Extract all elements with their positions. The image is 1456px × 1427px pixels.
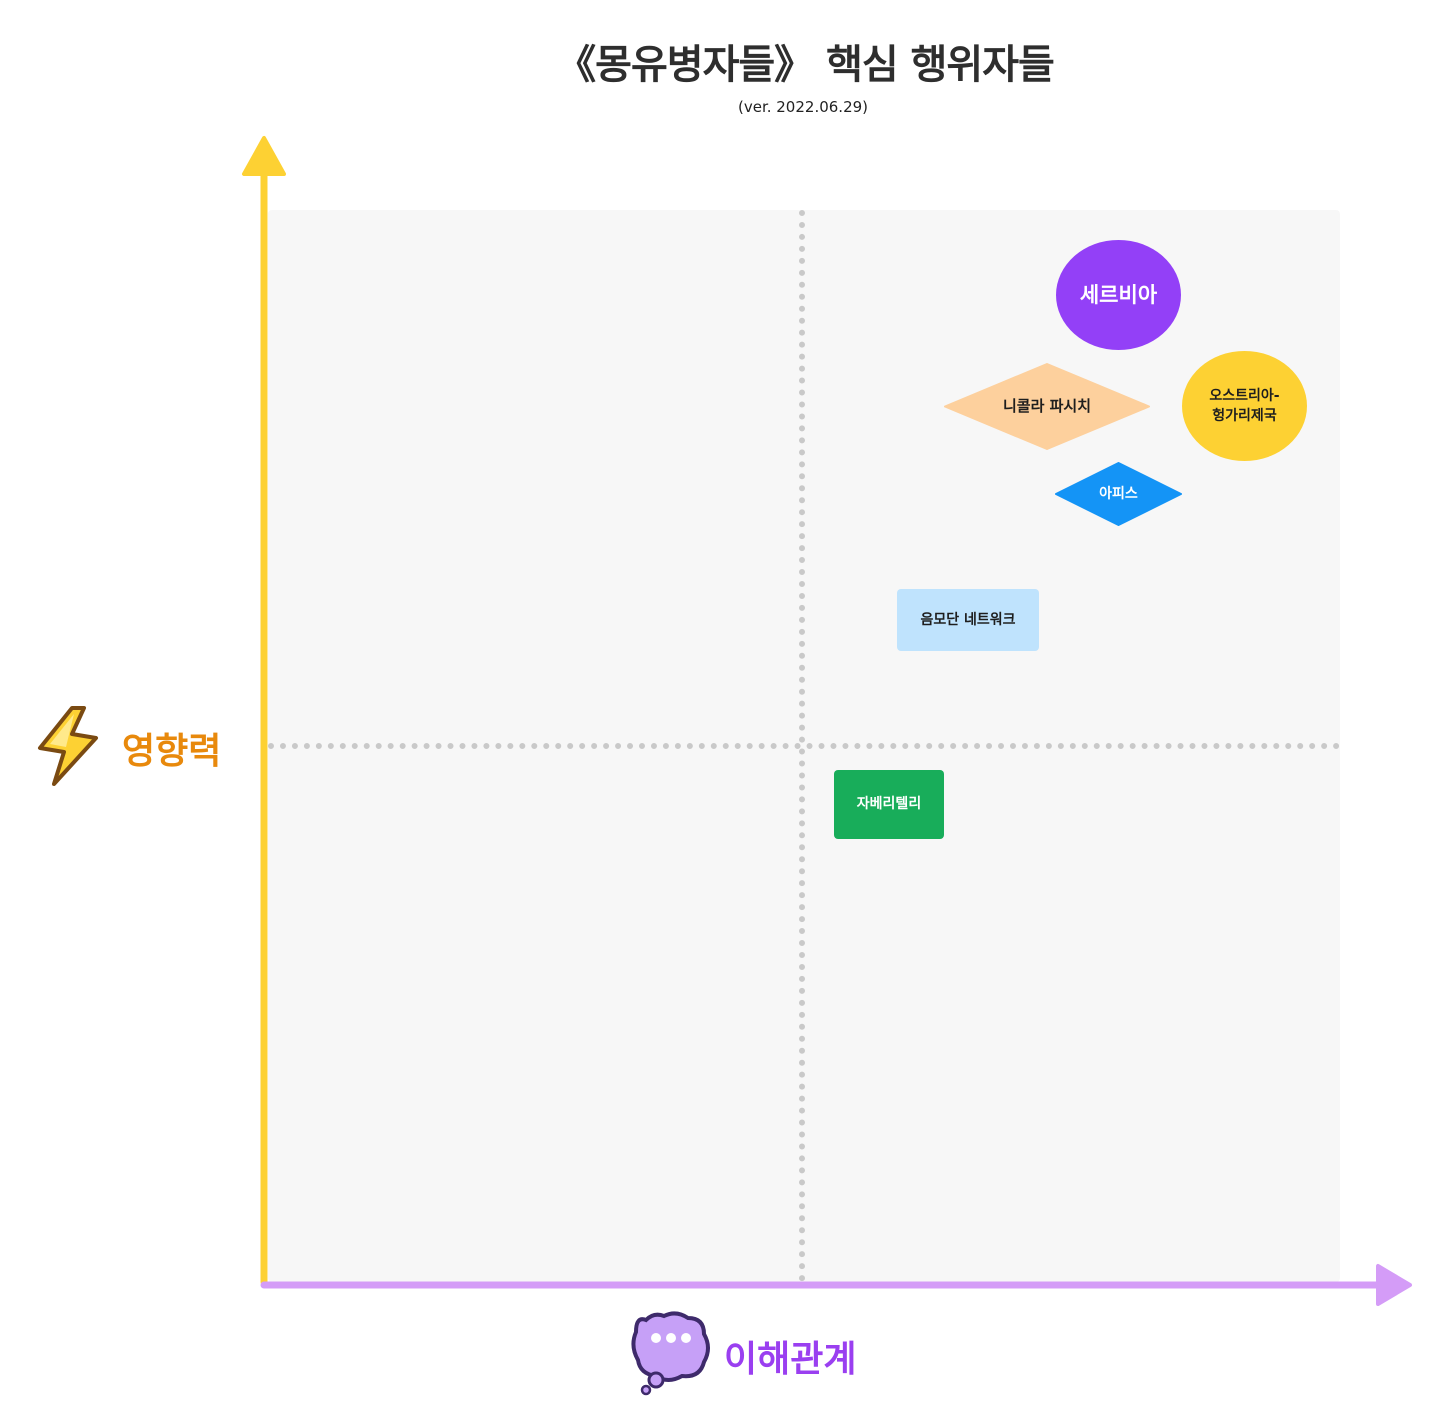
page-title: 《몽유병자들》 핵심 행위자들 [556, 42, 1055, 88]
y-axis [242, 136, 286, 1286]
horizontal-divider [268, 743, 1340, 749]
diamond-shape [1055, 462, 1182, 526]
actor-pasic-label: 니콜라 파시치 [1002, 396, 1092, 415]
actor-serbia-label: 세르비아 [1079, 282, 1158, 307]
lightning-bolt-icon [38, 706, 98, 786]
version-subtitle: (ver. 2022.06.29) [737, 98, 869, 116]
x-axis [260, 1264, 1412, 1306]
actor-javeriteli: 자베리텔리 [834, 770, 944, 839]
y-axis-arrowhead [242, 136, 286, 176]
x-axis-label: 이해관계 [724, 1339, 857, 1380]
actor-conspiracy-network: 음모단 네트워크 [897, 589, 1039, 651]
x-axis-arrowhead [1376, 1264, 1412, 1306]
actor-network-label: 음모단 네트워크 [920, 611, 1016, 628]
actor-nikola-pasic: 니콜라 파시치 [944, 363, 1150, 450]
actor-austria-label-line1: 오스트리아- [1209, 387, 1280, 404]
actor-serbia: 세르비아 [1056, 240, 1181, 350]
y-axis-label: 영향력 [122, 731, 222, 772]
actor-austria-hungary: 오스트리아- 헝가리제국 [1182, 351, 1307, 461]
diamond-shape [944, 363, 1150, 450]
actor-apis: 아피스 [1055, 462, 1182, 526]
actor-apis-label: 아피스 [1099, 485, 1138, 502]
actor-javeriteli-label: 자베리텔리 [856, 796, 922, 813]
actor-austria-label-line2: 헝가리제국 [1212, 408, 1277, 424]
thought-bubble-icon [631, 1311, 710, 1396]
